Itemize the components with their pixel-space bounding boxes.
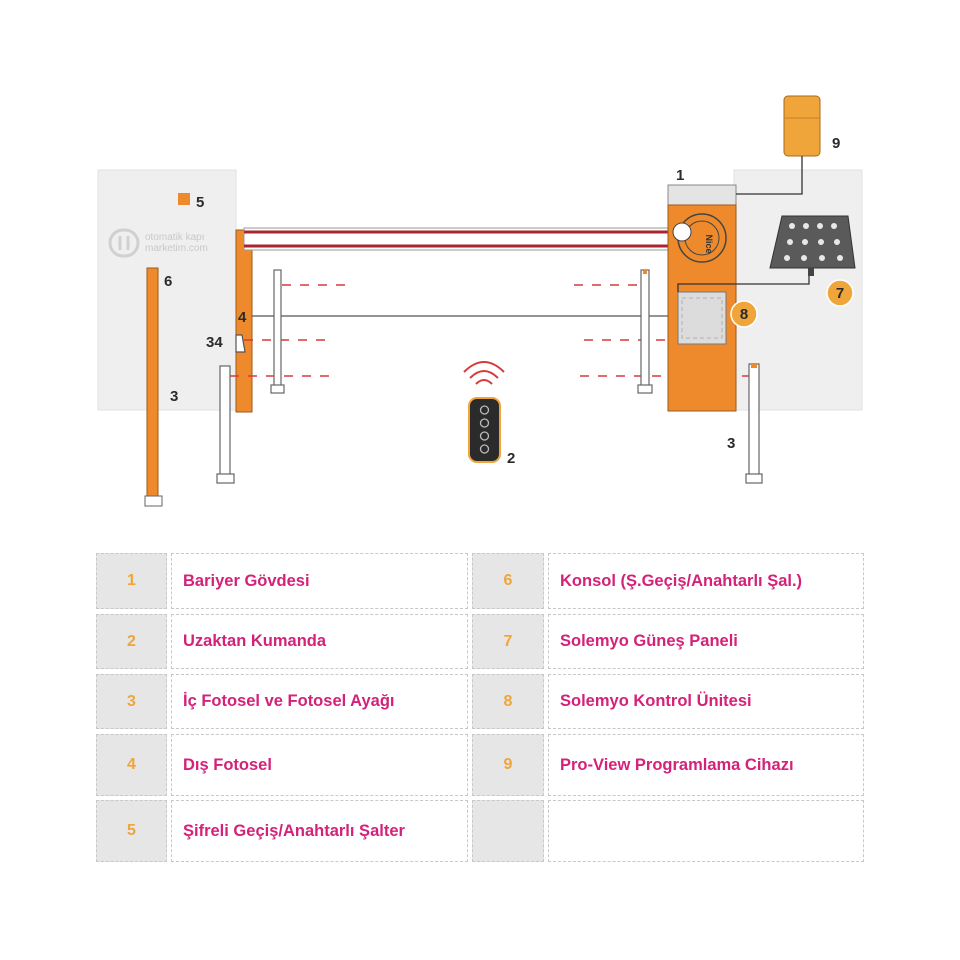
legend-number: 5 (96, 800, 167, 862)
watermark-logo: otomatik kapı marketim.com (108, 228, 208, 258)
legend-label: Bariyer Gövdesi (171, 553, 468, 609)
solar-panel (677, 215, 856, 292)
keyed-switch-icon (178, 193, 190, 205)
callout-8-circle (730, 300, 758, 328)
legend-number: 7 (472, 614, 544, 669)
callout-3-left: 3 (170, 388, 178, 405)
legend-label: Solemyo Güneş Paneli (548, 614, 864, 669)
photocell-stand-left-rear (270, 269, 285, 394)
watermark-line1: otomatik kapı (145, 232, 204, 243)
legend-label: Şifreli Geçiş/Anahtarlı Şalter (171, 800, 468, 862)
left-wall (97, 169, 237, 411)
legend-number: 2 (96, 614, 167, 669)
legend-label: İç Fotosel ve Fotosel Ayağı (171, 674, 468, 729)
legend-label: Uzaktan Kumanda (171, 614, 468, 669)
legend-number: 4 (96, 734, 167, 796)
callout-6: 6 (164, 273, 172, 290)
callout-8: 8 (740, 306, 748, 323)
callout-4: 4 (238, 309, 247, 326)
legend-label: Konsol (Ş.Geçiş/Anahtarlı Şal.) (548, 553, 864, 609)
legend-number: 8 (472, 674, 544, 729)
callout-5: 5 (196, 194, 204, 211)
legend-number: 9 (472, 734, 544, 796)
legend-label: Solemyo Kontrol Ünitesi (548, 674, 864, 729)
callout-3-right: 3 (727, 435, 735, 452)
callout-9: 9 (832, 135, 840, 152)
photocell-stand-right-front (745, 363, 763, 484)
watermark-line2: marketim.com (145, 243, 208, 254)
legend-label: Dış Fotosel (171, 734, 468, 796)
legend-label (548, 800, 864, 862)
legend-number: 3 (96, 674, 167, 729)
callout-7: 7 (836, 285, 844, 302)
photocell-stand-left-front (216, 365, 235, 484)
brand-logo: Nice (704, 234, 714, 253)
console-post (144, 267, 163, 507)
programming-device (736, 95, 821, 195)
barrier-system-diagram: otomatik kapı marketim.com 5 6 3 4 34 (97, 95, 863, 507)
photocell-outer-icon (235, 334, 246, 353)
callout-2: 2 (507, 450, 515, 467)
callout-34: 34 (206, 334, 223, 351)
legend-number: 6 (472, 553, 544, 609)
legend-number: 1 (96, 553, 167, 609)
boom-arm (243, 227, 695, 251)
barrier-body (667, 184, 737, 412)
remote-control (463, 361, 505, 463)
photocell-stand-right-rear (637, 269, 653, 394)
legend-label: Pro-View Programlama Cihazı (548, 734, 864, 796)
callout-1: 1 (676, 167, 684, 184)
legend-number (472, 800, 544, 862)
callout-7-circle (826, 279, 854, 307)
photocell-beams (230, 284, 752, 377)
